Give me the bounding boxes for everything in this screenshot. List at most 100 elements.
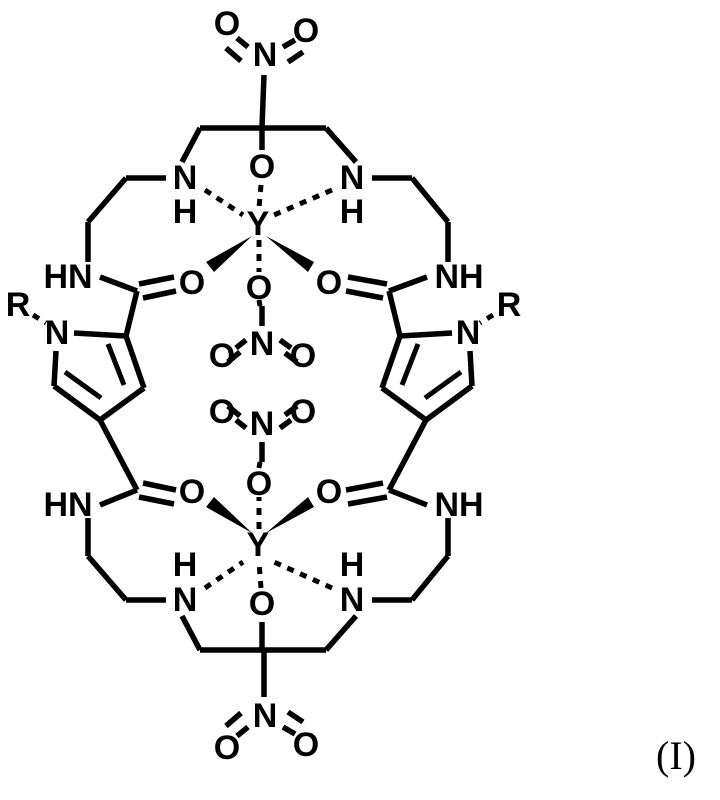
pyrrole-right-c2-c3 [379,335,403,389]
atom-label-nh-amide-top-right: NH [434,258,483,296]
r-bond-left [31,312,48,326]
atom-label-layer: O N O O N H N H Y HN O O NH R N R N O O … [6,5,522,767]
macrocycle-apex-top [179,125,359,164]
pyrrole-right-c4-chain [386,418,429,492]
wedge-bond-bot-left-o [206,497,252,533]
pyrrole-left-c3-c4 [98,385,146,423]
atom-label-n-pyrrole-left: N [45,314,70,352]
amide-top-right-co-b [345,288,384,301]
amide-top-right-n-c [388,274,428,294]
amide-bot-left-n-c [98,487,139,508]
nitrate-lower-right-a [278,417,293,431]
atom-label-hn-amide-top-left: HN [43,258,92,296]
nitrate-upper-right-a [278,337,293,351]
nitrate-upper-left-b [226,349,242,365]
coordination-bonds-bottom [203,497,334,591]
atom-label-n-ring-top-right: N [340,159,365,197]
nitrate-group-lower [226,403,299,469]
apex-top-right-ch2 [323,126,359,164]
atom-label-no2-top-o-left: O [214,5,240,43]
atom-label-no2-top-o-right: O [293,12,319,50]
amide-bot-right-co-a [347,494,388,507]
nitro-top-stem [259,74,267,128]
atom-label-no3-lower-n: N [250,405,275,443]
amide-top-left-co-b [142,288,177,301]
amide-top-left-n-c [99,274,138,294]
atom-label-n-ring-bot-left: N [173,581,198,619]
pyrrole-left-c2-c3-double [105,343,127,386]
atom-label-h-bot-left: H [173,546,198,584]
amide-top-left-c-ring [123,290,140,337]
atom-label-h-bot-right: H [340,546,365,584]
formula-label: (I) [656,733,696,778]
nitrate-group-upper [226,299,299,365]
atom-label-no3-lower-o-left: O [209,393,235,431]
atom-label-n-ring-top-left: N [173,159,198,197]
pyrrole-left-c5-n [51,350,59,387]
macrocycle-apex-bottom [179,614,359,653]
pyrrole-ring-right [379,312,495,492]
nitro-top-left-double-b [224,45,243,64]
amide-top-right [345,274,428,337]
apex-bot-left-ch2 [179,614,203,652]
atom-label-n-pyrrole-right: N [456,314,481,352]
atom-label-r-left: R [6,286,31,324]
dative-bond-bot-left-n [203,559,245,591]
pyrrole-right-c4-c5 [424,383,474,423]
chain-bottom-left [85,518,166,603]
amide-bottom-right [345,480,429,508]
nitro-group-top [224,35,305,128]
nitrate-lower-left-a [234,417,248,431]
nitrate-lower-right-b [283,403,299,418]
nitro-bot-left-double-a [235,724,250,739]
atom-label-no2-bot-o-right: O [293,726,319,764]
atom-label-o-carbonyl-top-right: O [316,264,342,302]
atom-label-no3-upper-o-left: O [209,337,235,375]
amide-bottom-left [98,480,177,508]
atom-label-nh-amide-bot-right: NH [434,486,483,524]
amide-top-left [99,274,177,337]
coordination-bonds-top [203,184,333,272]
atom-label-n-ring-bot-right: N [340,581,365,619]
pyrrole-right-c2-c3-double [399,343,421,386]
nitro-bot-right-double-b [286,709,305,725]
nitrate-upper-left-a [234,337,248,351]
atom-label-o-carbonyl-top-left: O [179,264,205,302]
pyrrole-right-c3-c4 [380,385,428,423]
atom-label-y-top: Y [247,205,270,243]
nitro-top-left-double-a [235,35,250,50]
nitrate-upper-stem-dash [256,299,263,307]
chain-bot-right-b2 [409,554,451,602]
nitro-top-right-double-a [281,37,297,50]
pyrrole-left-c4-c5 [52,383,102,423]
nitro-group-bottom [224,650,305,739]
apex-bot-right-ch2 [323,614,359,652]
wedge-bond-bot-right-o [266,497,314,533]
atom-label-h-top-right: H [340,193,365,231]
atom-label-no2-top-n: N [253,36,278,74]
apex-top-left-ch2 [179,126,203,164]
atom-label-h-top-left: H [173,193,198,231]
chain-top-right [372,175,451,262]
atom-label-no2-bot-n: N [253,697,278,735]
atom-label-r-right: R [497,286,522,324]
pyrrole-ring-left [31,312,147,492]
dative-bond-bot-right-n [272,559,334,591]
pyrrole-left-c4-chain [97,418,140,492]
wedge-bond-top-left-o [206,236,252,272]
chain-top-right-b2 [409,176,451,224]
atom-label-o-carbonyl-bot-left: O [179,473,205,511]
dative-bond-bot-apex-o [256,561,264,589]
pyrrole-left-c2-c3 [123,335,147,389]
r-bond-right [478,312,495,326]
atom-label-o-apex-bot: O [249,585,275,623]
pyrrole-right-c4-c5-double [423,369,463,401]
amide-bot-left-co-a [138,494,175,507]
chain-top-left-b2 [85,176,129,224]
dative-bond-top-apex-o [256,184,264,209]
pyrrole-left-c4-c5-double [63,369,103,401]
atom-label-hn-amide-bot-left: HN [43,486,92,524]
dative-bond-top-right-n [273,187,333,218]
